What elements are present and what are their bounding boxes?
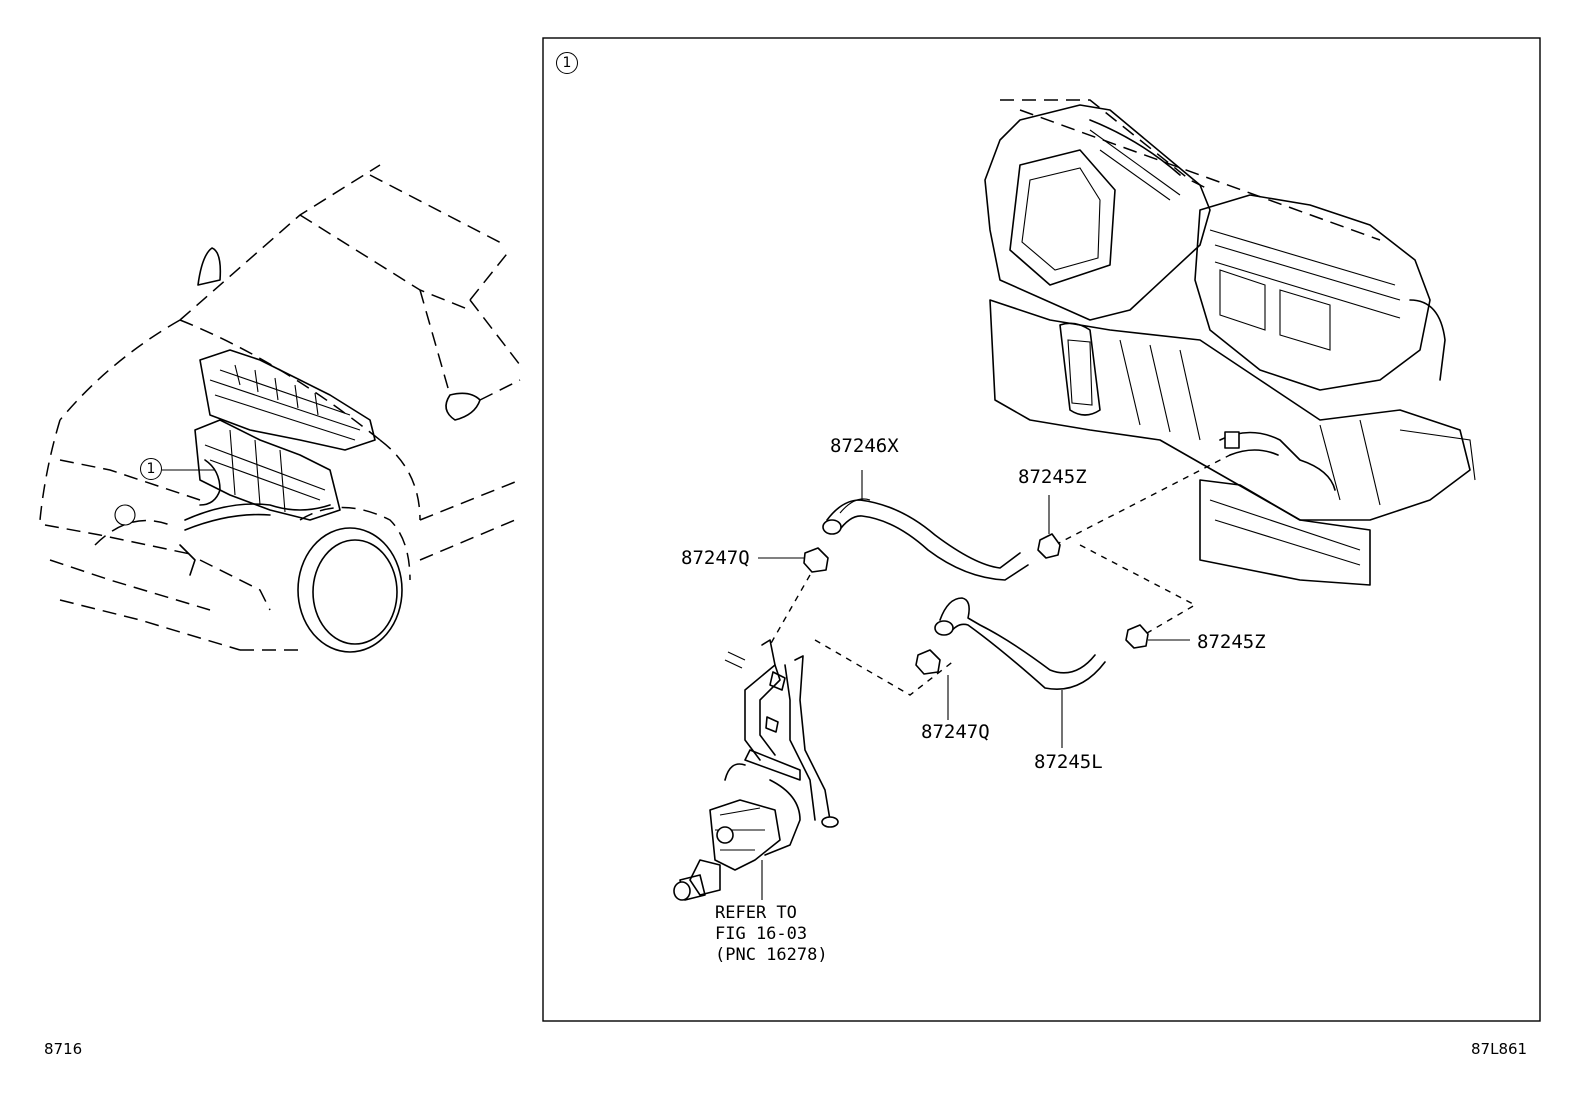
clamp-87247q-lower [915,649,949,720]
part-label-clamp-lower-left[interactable]: 87247Q [921,721,990,743]
part-label-hose-upper[interactable]: 87246X [830,435,899,457]
engine-bay-detail [179,349,376,576]
clamp-87245z-lower [1125,624,1190,649]
callout-symbol-detail: 1 [556,52,578,74]
reference-note: REFER TO FIG 16-03 (PNC 16278) [715,903,828,966]
water-pipe-assembly [673,639,839,901]
reference-note-line2: FIG 16-03 [715,924,808,944]
part-label-clamp-upper-right[interactable]: 87245Z [1018,466,1087,488]
clamp-87247q-upper [758,547,829,573]
callout-symbol-vehicle: 1 [140,458,162,480]
reference-note-line3: (PNC 16278) [715,945,828,965]
heater-unit-assembly [984,99,1476,586]
vehicle-overview [39,164,521,653]
part-label-clamp-lower-right[interactable]: 87245Z [1197,631,1266,653]
detail-frame [542,37,1541,1022]
hose-87245l-shape [934,597,1106,748]
hose-87246x-shape [822,470,1029,581]
drawing-code: 87L861 [1471,1040,1528,1058]
clamp-87245z-upper [1037,495,1061,559]
figure-number: 8716 [44,1040,83,1058]
reference-note-line1: REFER TO [715,903,797,923]
part-label-hose-lower[interactable]: 87245L [1034,751,1103,773]
connection-lines [769,454,1231,696]
part-label-clamp-upper-left[interactable]: 87247Q [681,547,750,569]
